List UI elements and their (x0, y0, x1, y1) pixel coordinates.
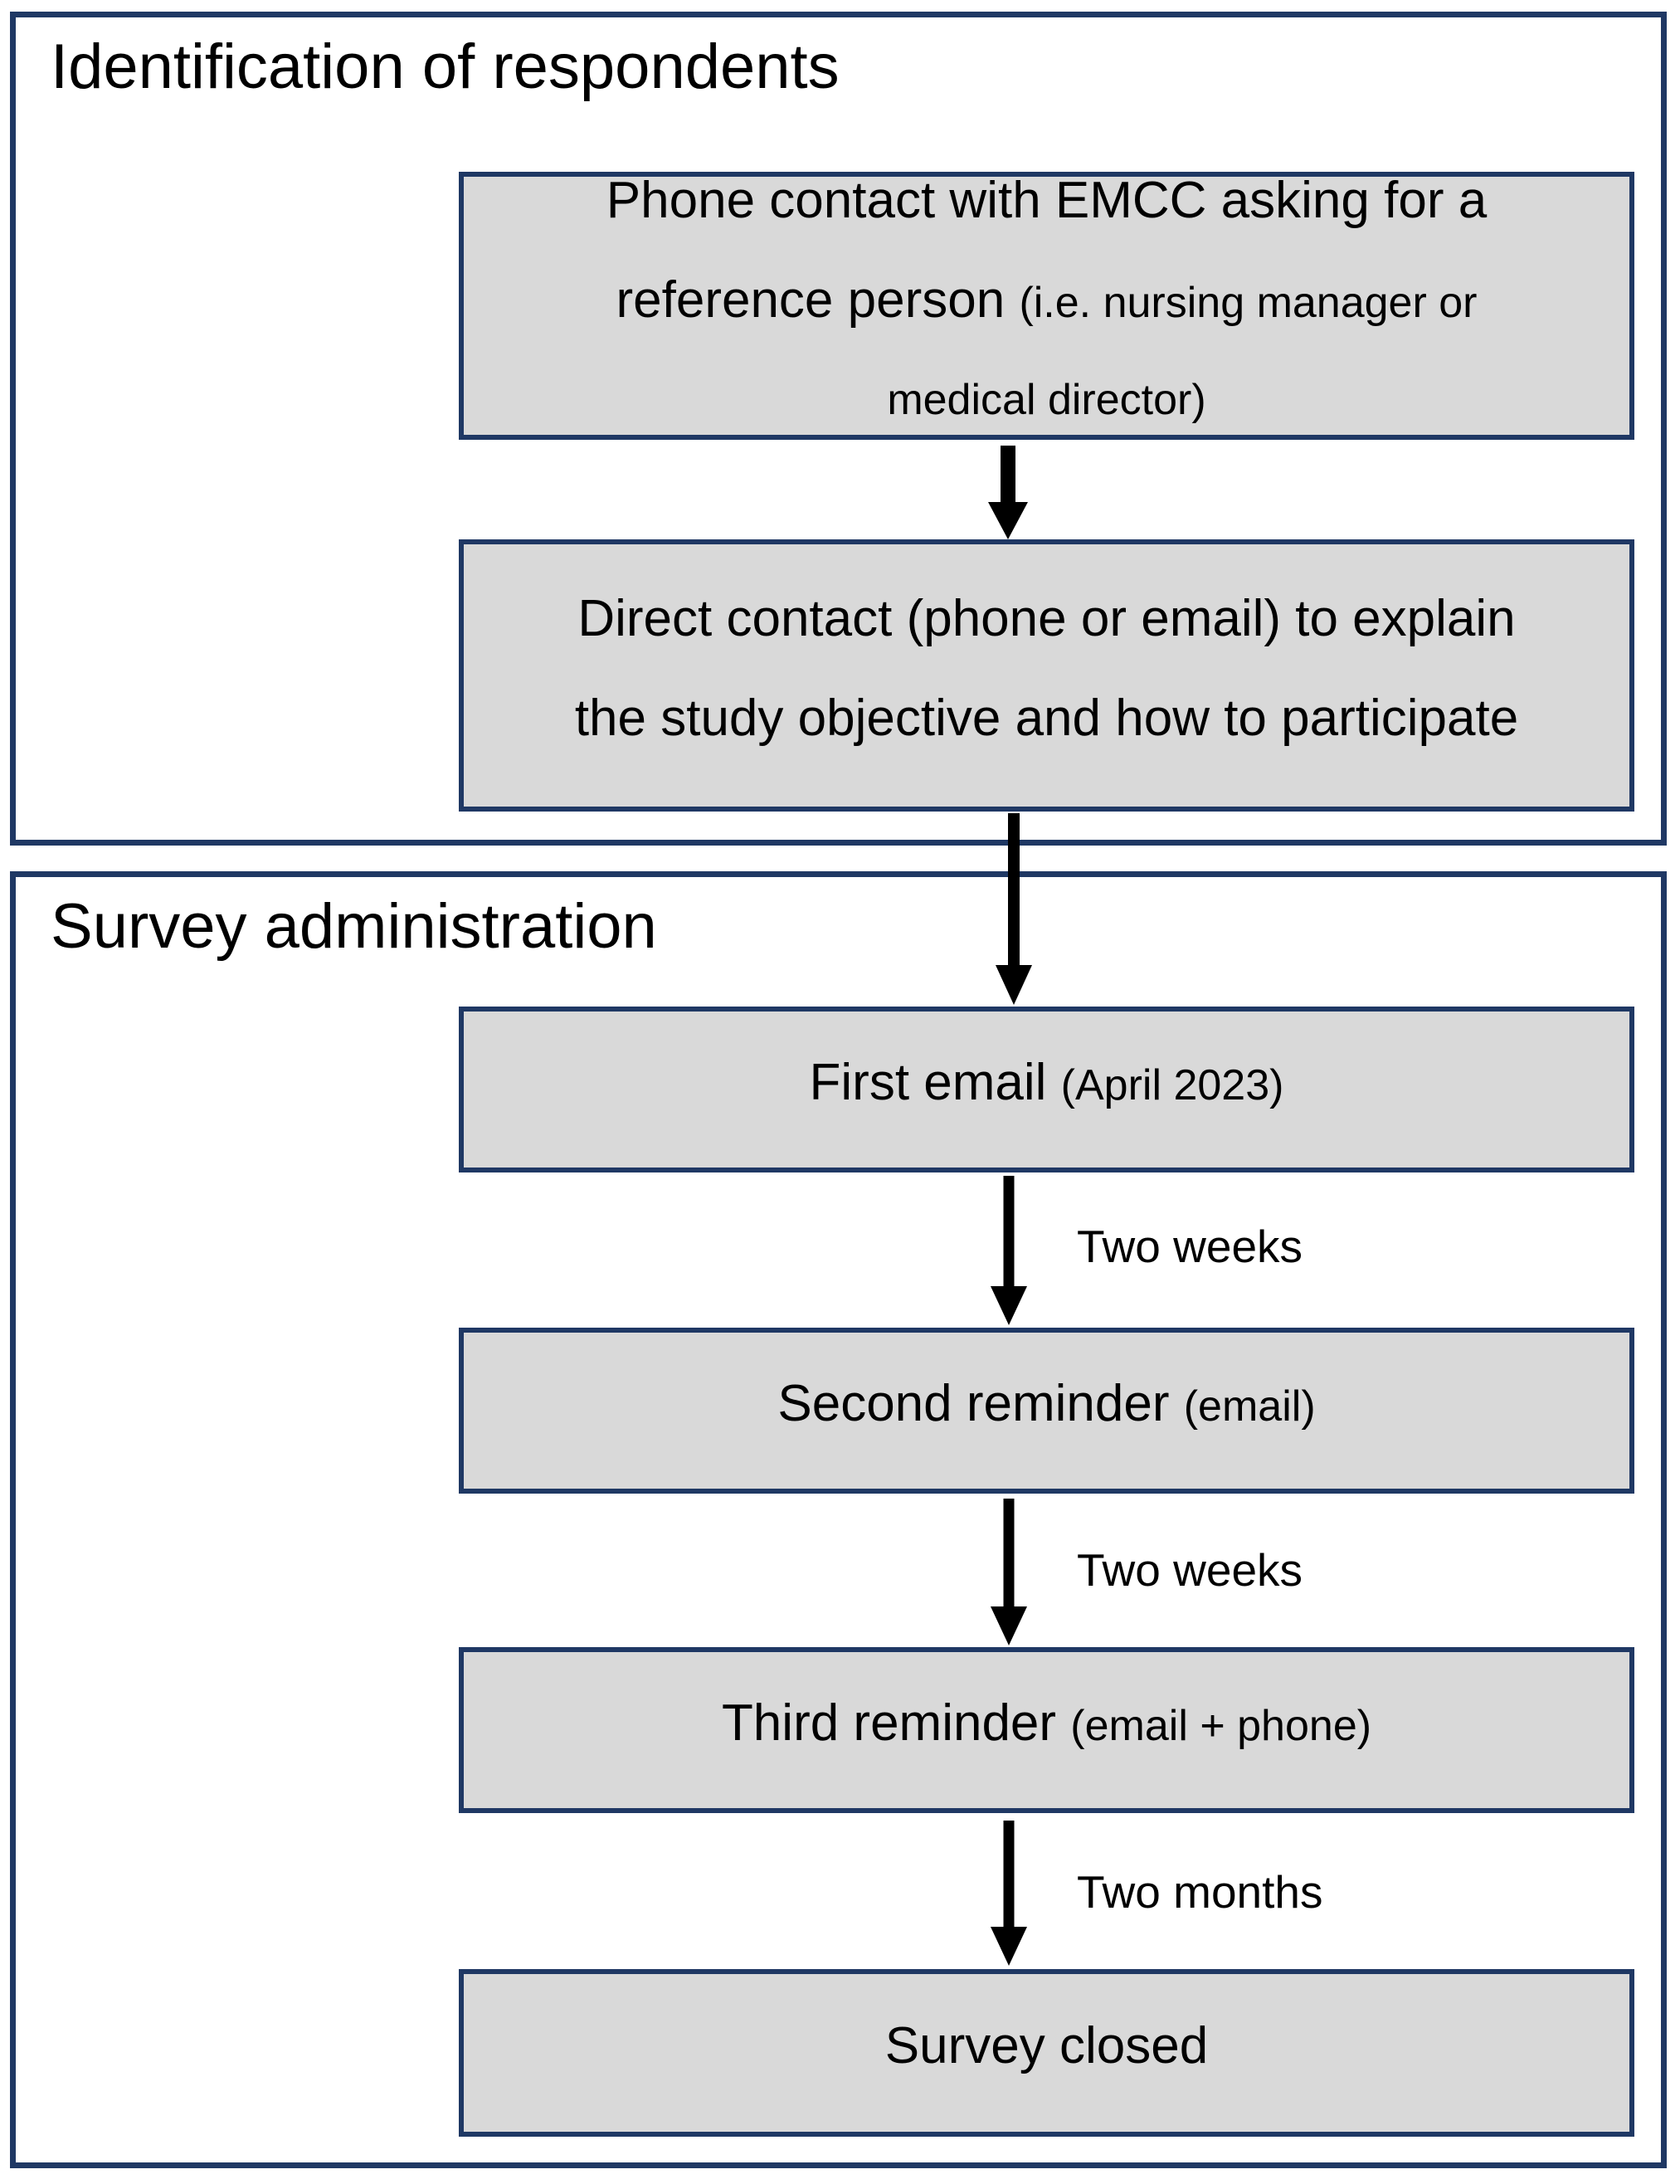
arrow-label-two-months: Two months (1077, 1866, 1323, 1918)
arrow-head (996, 965, 1032, 1005)
down-arrow-icon (991, 1821, 1027, 1966)
flow-box-text: Third reminder (email + phone) (721, 1694, 1372, 1752)
arrow-head (991, 1606, 1027, 1645)
arrow-shaft (1001, 446, 1015, 504)
arrow-shaft (1003, 1499, 1015, 1608)
arrow-head (991, 1927, 1027, 1966)
arrow-shaft (1008, 813, 1020, 967)
arrow-label-two-weeks-2: Two weeks (1077, 1544, 1303, 1596)
down-arrow-icon (996, 813, 1032, 1005)
flow-box-survey-closed: Survey closed (459, 1969, 1634, 2137)
down-arrow-icon (991, 1499, 1027, 1645)
arrow-head (991, 1286, 1027, 1325)
down-arrow-icon (991, 1176, 1027, 1325)
arrow-shaft (1003, 1176, 1015, 1288)
down-arrow-icon (988, 446, 1028, 539)
flow-box-text: Direct contact (phone or email) to expla… (574, 590, 1519, 747)
flow-box-text: First email (April 2023) (809, 1054, 1284, 1111)
flow-box-second-reminder: Second reminder (email) (459, 1328, 1634, 1494)
flow-box-third-reminder: Third reminder (email + phone) (459, 1647, 1634, 1813)
section-title-survey: Survey administration (51, 891, 657, 962)
section-title-identification: Identification of respondents (51, 32, 840, 102)
flow-box-text: Second reminder (email) (777, 1375, 1316, 1432)
arrow-shaft (1003, 1821, 1015, 1928)
arrow-head (988, 502, 1028, 539)
flow-box-text: Survey closed (884, 2017, 1209, 2074)
flow-box-direct-contact: Direct contact (phone or email) to expla… (459, 539, 1634, 812)
flow-box-first-email: First email (April 2023) (459, 1007, 1634, 1172)
arrow-label-two-weeks-1: Two weeks (1077, 1221, 1303, 1272)
